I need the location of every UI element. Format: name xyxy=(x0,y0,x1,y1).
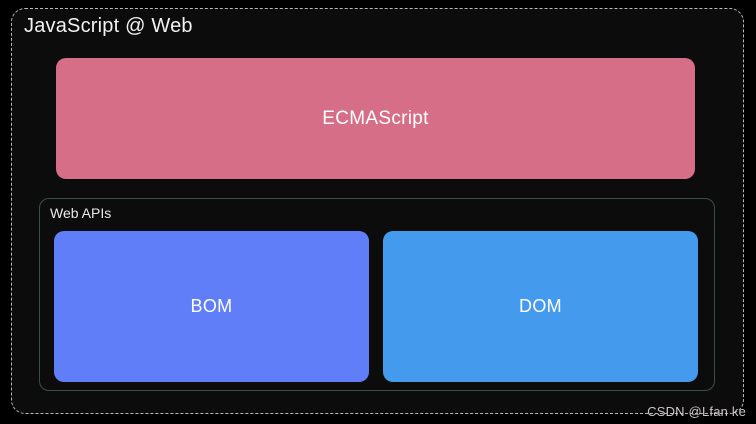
dom-label: DOM xyxy=(519,296,562,316)
dom-box: DOM xyxy=(383,231,698,382)
web-apis-group: Web APIs BOM DOM xyxy=(39,198,715,391)
bom-box: BOM xyxy=(54,231,369,382)
ecmascript-label: ECMAScript xyxy=(322,107,429,129)
web-apis-label: Web APIs xyxy=(50,205,112,221)
javascript-web-frame: JavaScript @ Web ECMAScript Web APIs BOM… xyxy=(11,8,744,414)
bom-label: BOM xyxy=(190,296,233,316)
ecmascript-box: ECMAScript xyxy=(56,58,695,179)
watermark: CSDN @Lfan ke xyxy=(647,404,746,419)
page-title: JavaScript @ Web xyxy=(24,15,193,37)
